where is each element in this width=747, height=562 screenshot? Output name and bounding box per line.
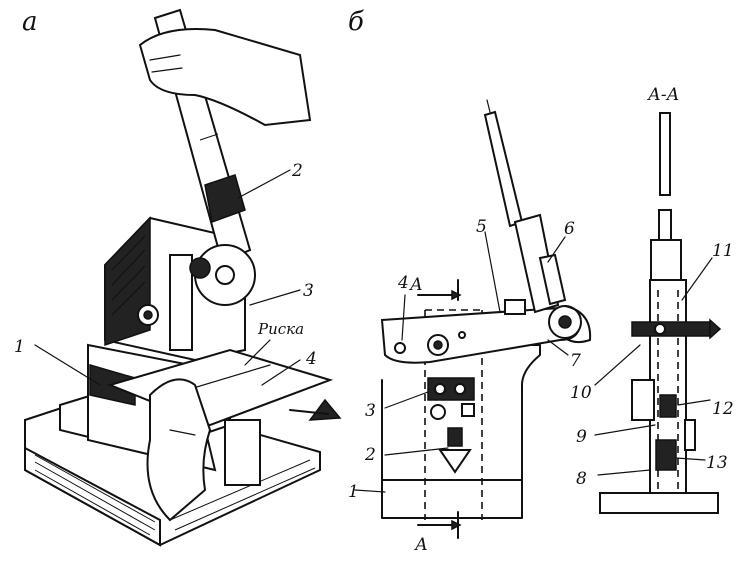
callout-b-2: 2	[364, 445, 376, 465]
callout-s-13: 13	[706, 453, 728, 473]
panel-letter-a: а	[22, 7, 38, 37]
leader-s-13	[675, 457, 706, 461]
stop-block	[504, 299, 526, 315]
view-b-elevation: А А	[348, 99, 592, 555]
feed-arrow	[289, 398, 342, 421]
section-base	[599, 492, 719, 514]
leader-s-10	[594, 344, 641, 386]
cross-bolt	[631, 321, 711, 337]
callout-s-8: 8	[576, 469, 587, 489]
section-letter-bottom: А	[414, 535, 428, 555]
callout-s-10: 10	[570, 383, 592, 403]
callout-b-7: 7	[570, 351, 581, 371]
cam-profile	[564, 305, 592, 344]
section-arrowhead-bottom	[451, 519, 462, 531]
callout-b-6: 6	[564, 219, 575, 239]
leader-1	[34, 344, 101, 386]
callout-a-2: 2	[291, 161, 303, 181]
screw-1	[434, 383, 446, 395]
leader-b-6	[547, 236, 566, 263]
lower-hand	[146, 378, 212, 522]
bolt-body	[447, 427, 463, 447]
panel-letter-b: б	[348, 7, 364, 37]
section-letter-top: А	[409, 275, 423, 295]
pivot-small	[394, 342, 406, 354]
side-plate	[631, 379, 655, 421]
section-arrowhead-top	[451, 289, 462, 301]
inner-block-13	[655, 439, 677, 471]
cam-center	[558, 315, 572, 329]
leader-b-2	[384, 447, 449, 456]
pin-small	[458, 331, 466, 339]
screw-2	[454, 383, 466, 395]
leader-b-4	[401, 294, 406, 341]
callout-s-12: 12	[712, 399, 734, 419]
callout-b-4: 4	[397, 273, 409, 293]
support-leg	[224, 419, 261, 486]
leader-4	[261, 359, 301, 386]
inner-pin	[684, 419, 696, 451]
leader-b-5	[484, 231, 501, 313]
stop-square	[461, 403, 475, 417]
pivot-main-center	[433, 340, 443, 350]
leader-b-1	[354, 489, 386, 493]
upper-hand	[138, 28, 312, 127]
view-a-shears: 1 2 3 4 Риска	[14, 8, 342, 547]
leader-3	[249, 289, 301, 306]
callout-a-3: 3	[303, 281, 314, 301]
leader-s-9	[594, 424, 656, 436]
v-prism	[438, 449, 472, 474]
section-view: А-А 8 9 10 11 12 13	[570, 85, 734, 514]
leader-s-8	[597, 469, 651, 476]
handle-tip	[483, 110, 524, 228]
screw-3	[430, 404, 446, 420]
bolt-tip	[709, 318, 722, 340]
handle-axis	[486, 99, 491, 113]
callout-b-1: 1	[348, 482, 359, 502]
callout-a-1: 1	[14, 337, 25, 357]
section-title: А-А	[647, 85, 680, 105]
bolt-nut	[654, 323, 666, 335]
leader-risk	[244, 339, 271, 366]
label-risk: Риска	[257, 320, 304, 338]
leader-b-3	[384, 391, 429, 409]
inner-block-12	[659, 394, 677, 418]
rod-top	[659, 112, 671, 196]
callout-s-9: 9	[576, 427, 587, 447]
body-outline	[381, 344, 541, 519]
handle-sleeve	[538, 253, 567, 306]
callout-s-11: 11	[712, 241, 734, 261]
leader-s-11	[681, 257, 713, 301]
leader-b-7	[547, 339, 569, 356]
callout-a-4: 4	[305, 349, 317, 369]
rod-housing	[650, 239, 682, 281]
callout-b-5: 5	[476, 217, 487, 237]
callout-b-3: 3	[365, 401, 376, 421]
leader-2	[237, 169, 291, 199]
leader-s-12	[677, 399, 711, 406]
